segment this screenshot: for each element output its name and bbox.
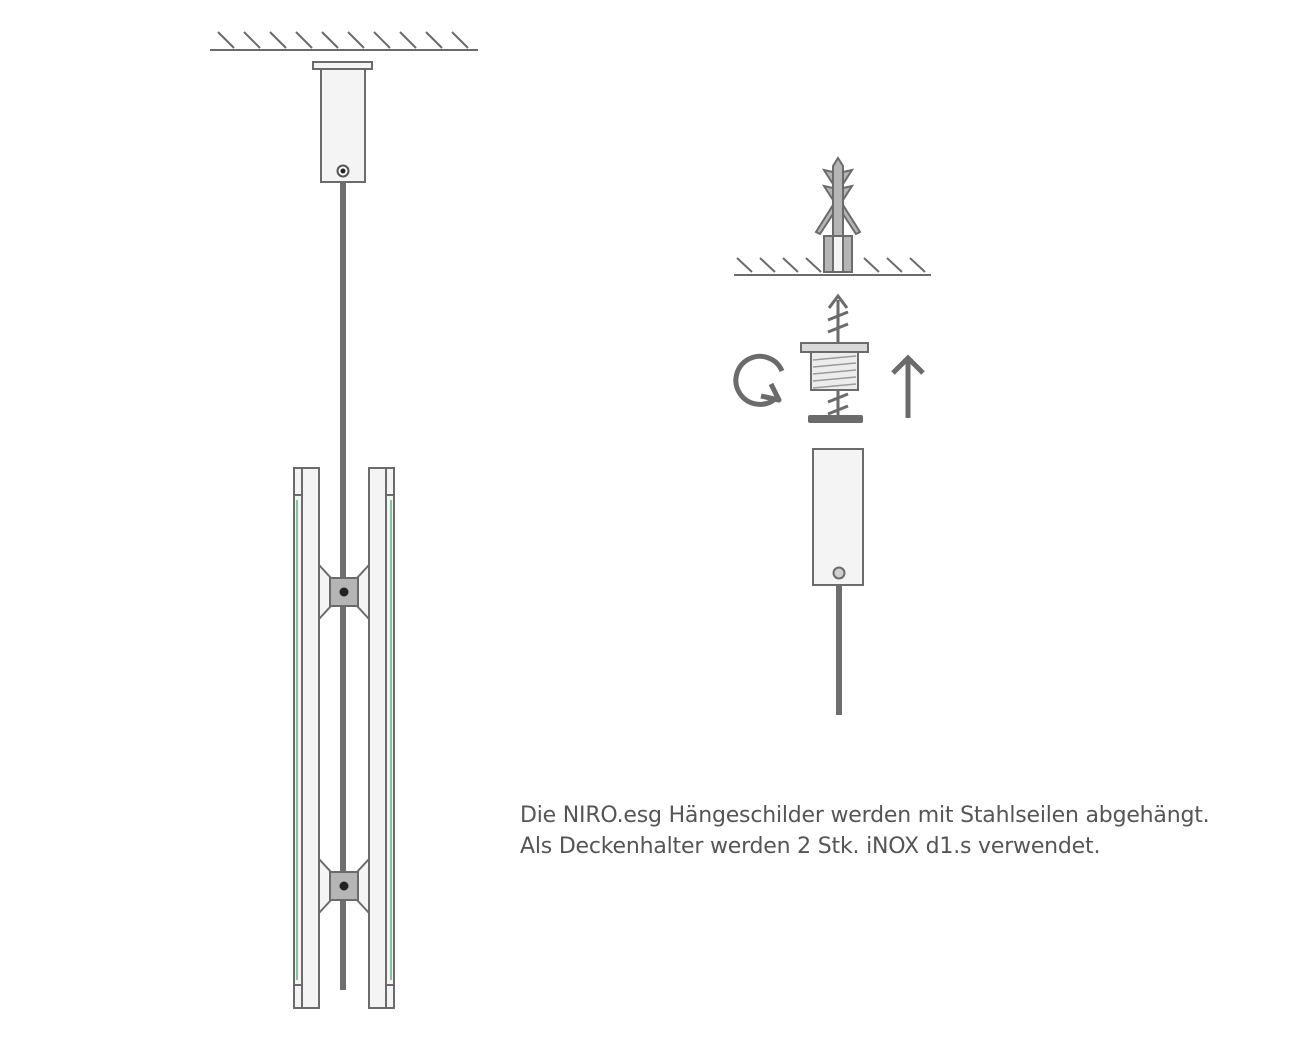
rotate-icon [733, 353, 785, 407]
cable-clamp-lower [318, 856, 370, 916]
arrow-up-icon [891, 354, 925, 418]
sign-panel-right [368, 467, 395, 1009]
wall-plug [814, 156, 862, 273]
description-line-2: Als Deckenhalter werden 2 Stk. iNOX d1.s… [520, 834, 1101, 859]
ceiling-hatch-right [734, 257, 931, 276]
ceiling-holder-left [312, 61, 373, 183]
description-line-1: Die NIRO.esg Hängeschilder werden mit St… [520, 803, 1210, 828]
threaded-screw [800, 293, 869, 423]
sign-panel-left [293, 467, 320, 1009]
description-text: Die NIRO.esg Hängeschilder werden mit St… [520, 800, 1280, 862]
holder-cylinder [812, 448, 864, 586]
ceiling-hatch-left [210, 31, 478, 51]
cable-clamp-upper [318, 562, 370, 622]
